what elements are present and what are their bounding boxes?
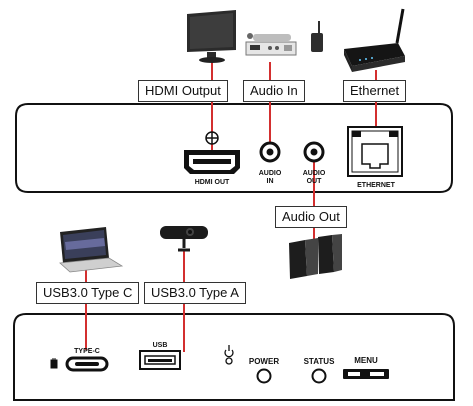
ethernet-port	[347, 126, 403, 177]
audio-in-callout: Audio In	[243, 80, 305, 102]
status-button[interactable]	[311, 368, 327, 384]
menu-button[interactable]	[343, 369, 389, 379]
laptop-icon	[59, 227, 124, 273]
wireless-receiver-icon	[245, 21, 323, 56]
type-c-label: TYPE-C	[74, 348, 100, 355]
usb-type-c-callout: USB3.0 Type C	[36, 282, 140, 304]
audio-in-label-line2: IN	[267, 178, 274, 185]
hdmi-out-port	[184, 131, 240, 174]
power-led-icon	[224, 345, 234, 365]
menu-label: MENU	[354, 356, 378, 365]
audio-out-label-line2: OUT	[307, 178, 323, 185]
audio-out-port	[303, 141, 325, 163]
power-label: POWER	[249, 357, 279, 366]
hdmi-out-label: HDMI OUT	[195, 179, 230, 186]
audio-in-port	[259, 141, 281, 163]
usb-type-a-port	[139, 350, 181, 370]
ethernet-label: ETHERNET	[357, 182, 395, 189]
router-icon	[344, 8, 405, 72]
audio-out-callout: Audio Out	[275, 206, 347, 228]
audio-out-label-line1: AUDIO	[303, 170, 326, 177]
usb-type-c-port	[50, 356, 109, 372]
audio-in-label-line1: AUDIO	[259, 170, 282, 177]
webcam-icon	[160, 226, 208, 252]
usb-label: USB	[153, 342, 168, 349]
power-button[interactable]	[256, 368, 272, 384]
speakers-icon	[289, 234, 342, 279]
ethernet-callout: Ethernet	[343, 80, 407, 102]
hdmi-output-callout: HDMI Output	[138, 80, 228, 102]
status-label: STATUS	[304, 357, 335, 366]
usb-type-a-callout: USB3.0 Type A	[144, 282, 246, 304]
monitor-icon	[187, 10, 236, 63]
top-device-panel	[15, 103, 453, 193]
